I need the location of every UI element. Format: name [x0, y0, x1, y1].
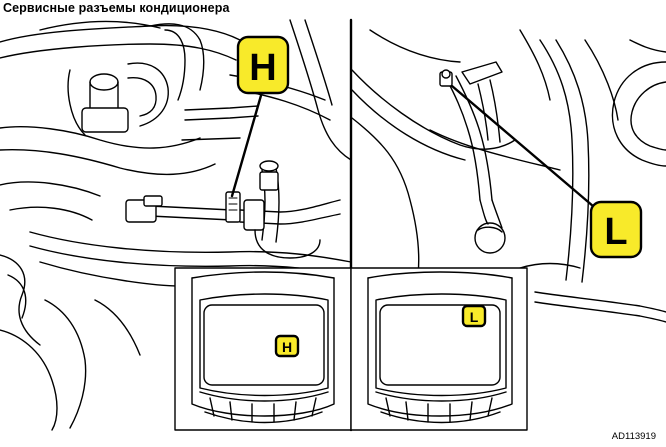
- high-port-label-box: [236, 35, 290, 95]
- low-port-label-box: [589, 200, 643, 259]
- low-port-leader-line: [450, 84, 602, 214]
- low-port-label: L: [604, 211, 627, 253]
- image-reference-code: AD113919: [611, 431, 656, 442]
- high-pressure-port-callout: H: [230, 35, 290, 198]
- high-cap-label-box: [274, 334, 300, 358]
- high-port-cap-inset: H: [174, 267, 352, 431]
- low-port-cap-inset: L: [350, 267, 528, 431]
- high-port-leader-line: [230, 90, 264, 198]
- high-port-label: H: [249, 47, 276, 89]
- left-engine-bay: [0, 19, 352, 431]
- low-cap-label: L: [470, 309, 479, 325]
- low-pressure-port-callout: L: [450, 84, 643, 259]
- low-cap-label-box: [461, 304, 487, 328]
- diagram-title: Сервисные разъемы кондиционера: [3, 1, 230, 15]
- high-cap-label: H: [282, 339, 292, 355]
